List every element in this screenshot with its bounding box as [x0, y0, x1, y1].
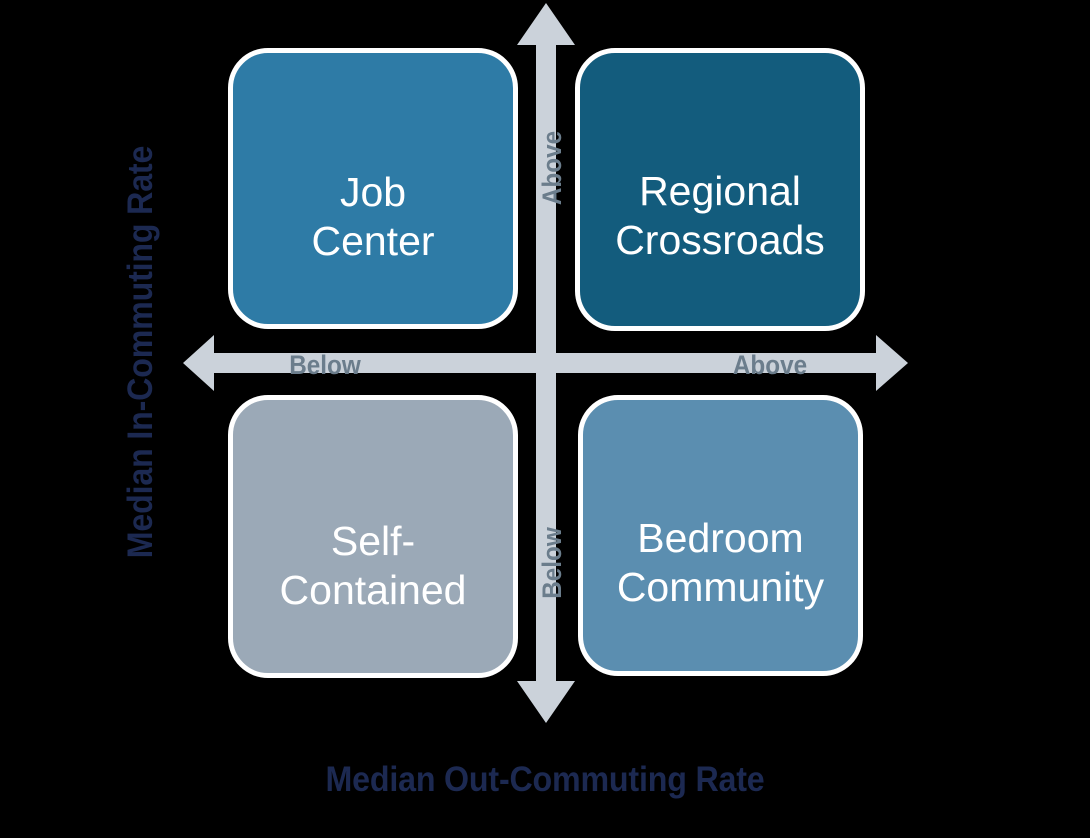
quadrant-job-center[interactable]: Job Center: [228, 48, 518, 329]
y-axis-title: Median In-Commuting Rate: [121, 145, 160, 559]
y-axis-below-label: Below: [537, 527, 567, 599]
quadrant-bedroom-community-label: Bedroom Community: [616, 515, 825, 610]
quadrant-self-contained[interactable]: Self- Contained: [228, 395, 518, 678]
x-axis-below-label: Below: [289, 350, 361, 380]
quadrant-regional-crossroads-label: Regional Crossroads: [615, 168, 825, 263]
quadrant-regional-crossroads[interactable]: Regional Crossroads: [575, 48, 865, 331]
quadrant-bedroom-community[interactable]: Bedroom Community: [578, 395, 863, 676]
quadrant-self-contained-label: Self- Contained: [279, 518, 467, 613]
quadrant-job-center-label: Job Center: [311, 169, 435, 264]
y-axis-above-label: Above: [537, 130, 567, 206]
x-axis-above-label: Above: [732, 350, 808, 380]
y-axis-arrow: [517, 3, 575, 723]
x-axis-title: Median Out-Commuting Rate: [325, 760, 765, 799]
